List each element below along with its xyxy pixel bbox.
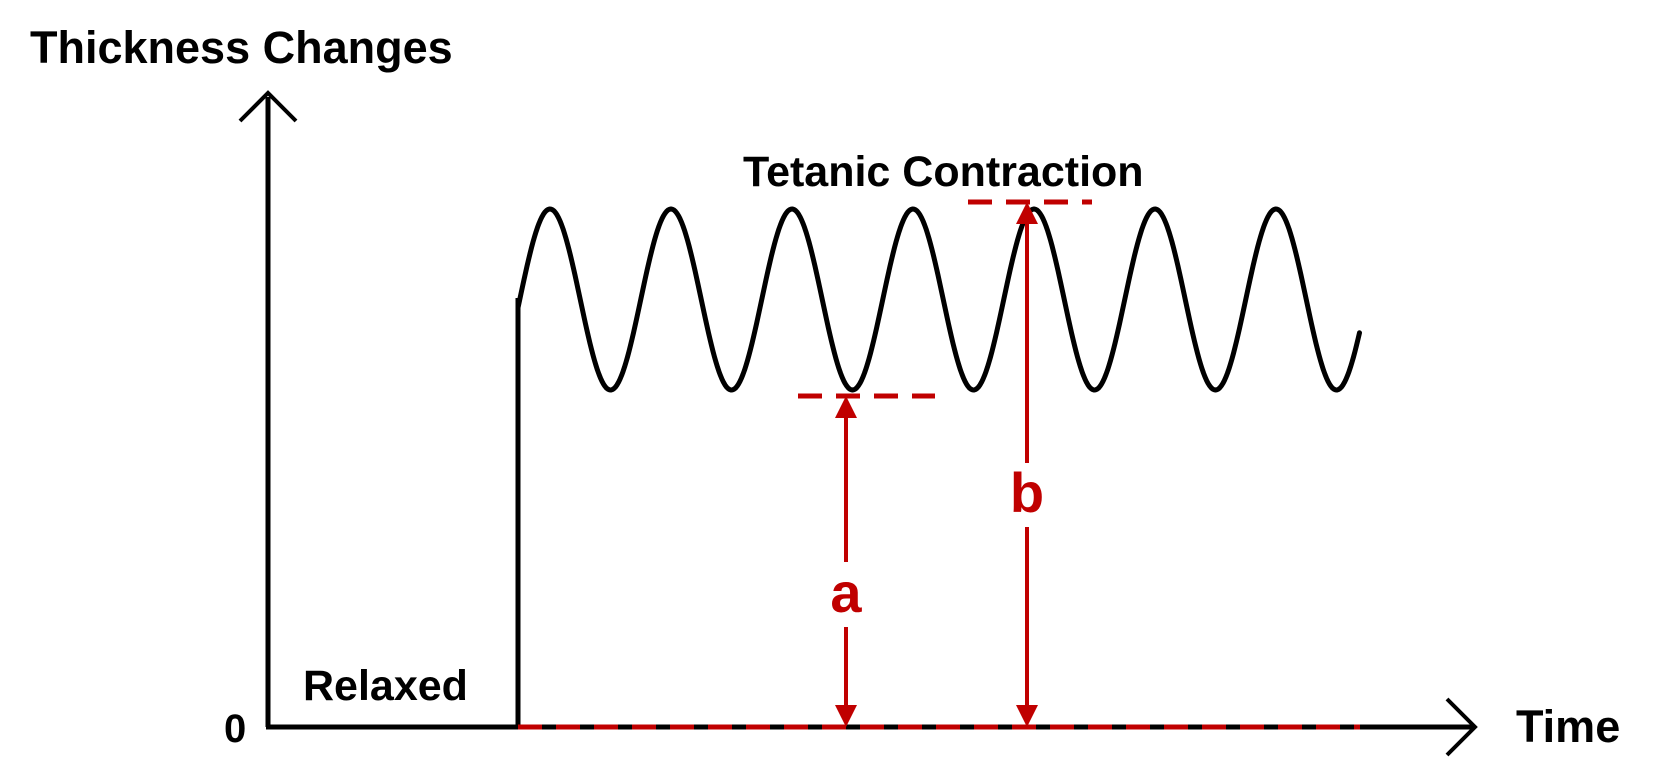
tetanic-wave-curve <box>515 206 1362 393</box>
label-a: a <box>830 561 862 624</box>
arrow-a-head-bottom <box>835 705 857 727</box>
arrow-a <box>835 396 857 727</box>
reference-lines <box>518 199 1360 730</box>
x-axis-label: Time <box>1516 701 1620 752</box>
relaxed-label: Relaxed <box>303 662 468 710</box>
x-axis-arrowhead <box>1445 697 1478 757</box>
arrow-b-head-top <box>1016 202 1038 224</box>
origin-label: 0 <box>224 707 246 751</box>
arrow-b-head-bottom <box>1016 705 1038 727</box>
tetanic-contraction-label: Tetanic Contraction <box>743 148 1144 196</box>
arrow-b <box>1016 202 1038 727</box>
label-b: b <box>1010 461 1044 524</box>
y-axis-label: Thickness Changes <box>30 22 453 73</box>
arrow-a-head-top <box>835 396 857 418</box>
y-axis-arrowhead <box>238 90 298 123</box>
